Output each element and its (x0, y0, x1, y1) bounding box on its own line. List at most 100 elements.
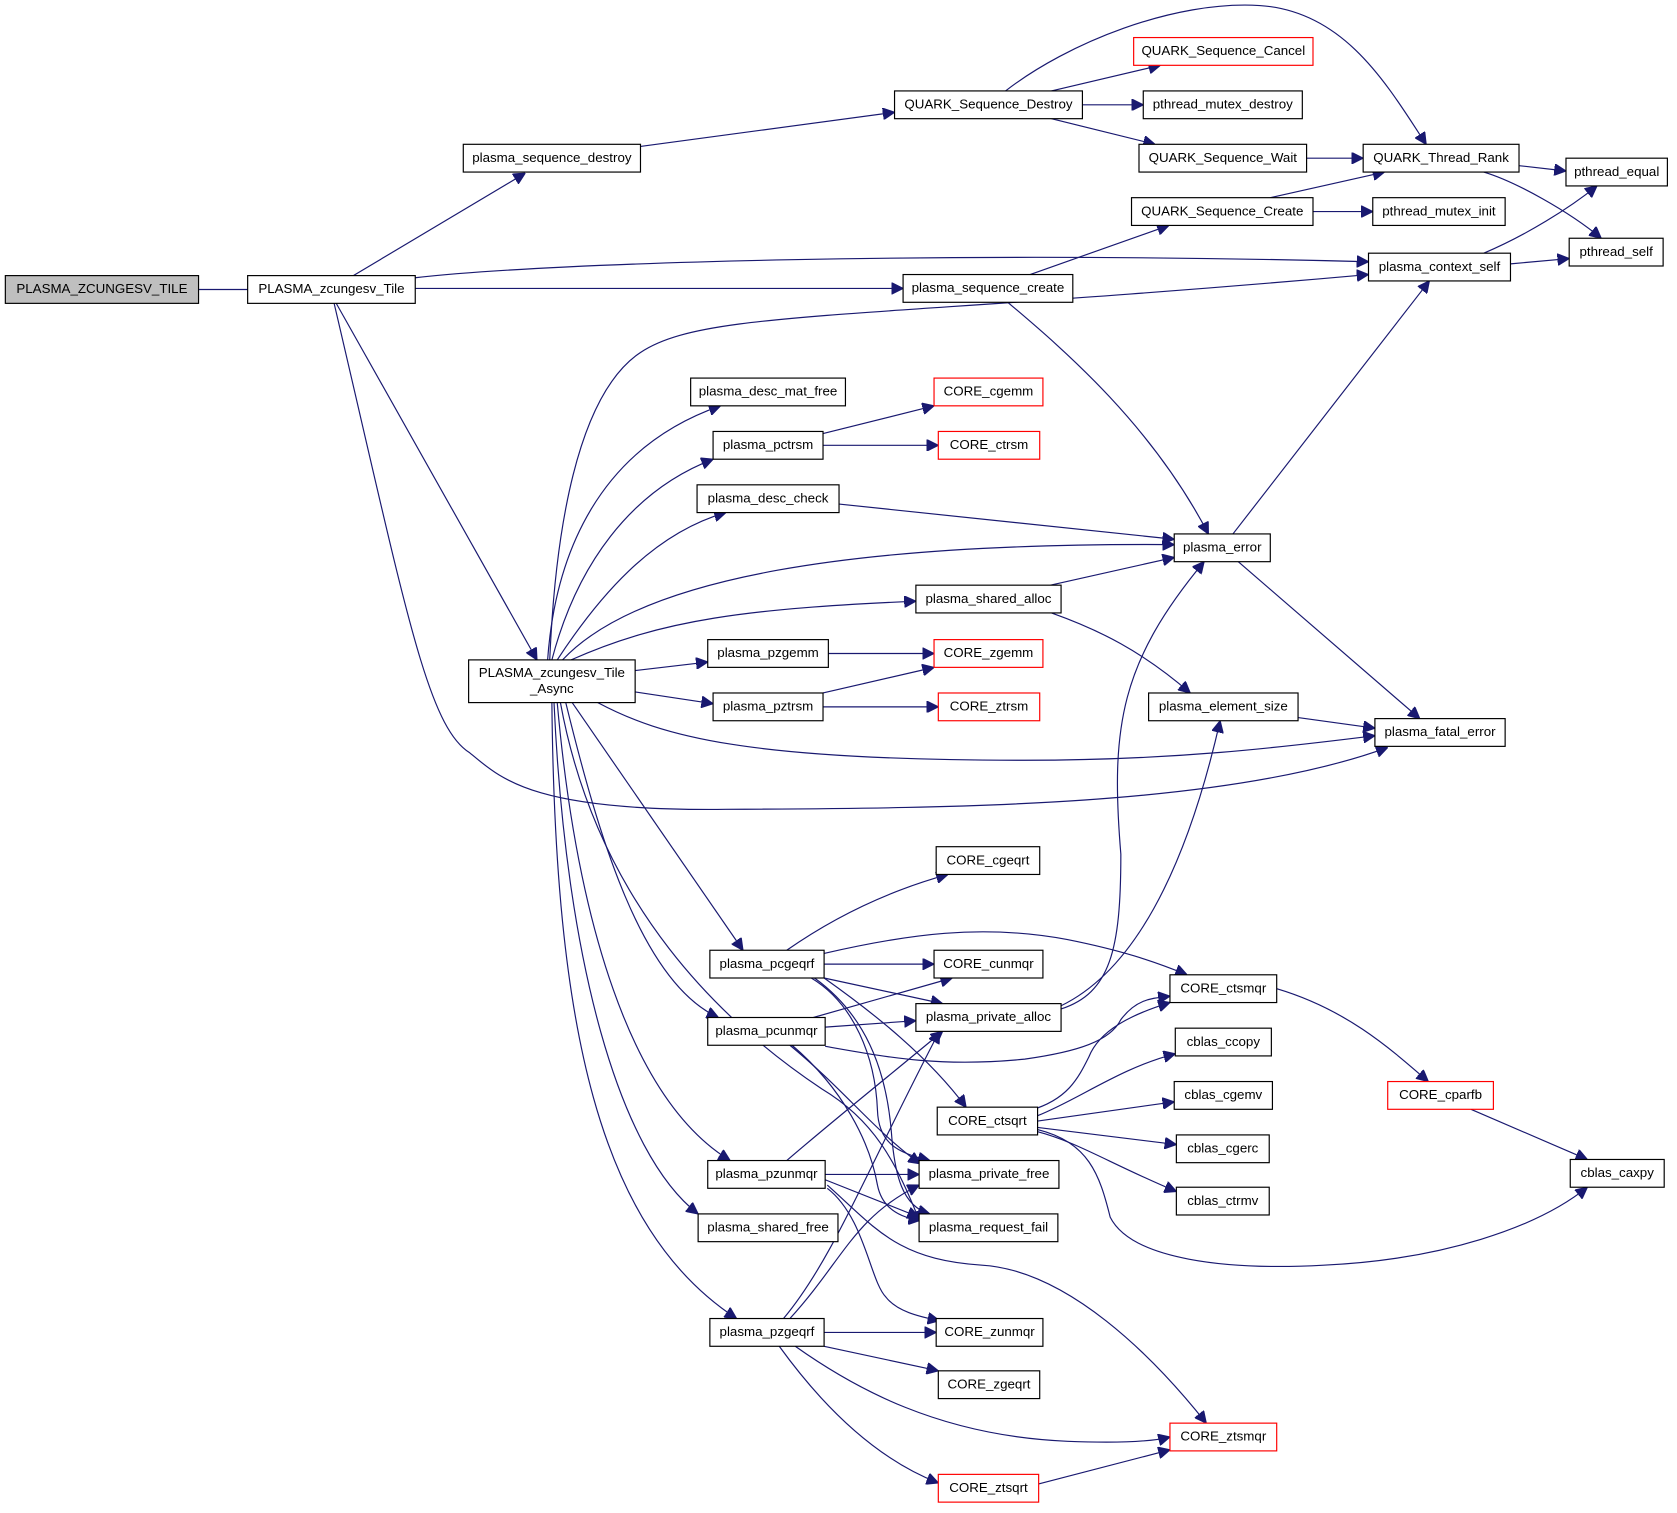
node-cgeqrt[interactable]: CORE_cgeqrt (935, 846, 1041, 876)
node-label: pthread_mutex_destroy (1153, 97, 1293, 112)
node-cgerc[interactable]: cblas_cgerc (1175, 1134, 1270, 1164)
node-pequal[interactable]: pthread_equal (1565, 157, 1668, 187)
node-qscreate[interactable]: QUARK_Sequence_Create (1130, 197, 1314, 227)
node-box (712, 692, 824, 722)
node-ctsmqr[interactable]: CORE_ctsmqr (1169, 974, 1278, 1004)
edge-pcgeqrf-to-ctsqrt (823, 977, 966, 1107)
node-qscancel[interactable]: QUARK_Sequence_Cancel (1133, 36, 1314, 66)
node-box (935, 846, 1041, 876)
node-zgemm[interactable]: CORE_zgemm (933, 639, 1044, 668)
node-pzgeqrf[interactable]: plasma_pzgeqrf (709, 1317, 825, 1347)
node-pztrsm[interactable]: plasma_pztrsm (712, 692, 824, 722)
node-label: CORE_ctsmqr (1180, 980, 1266, 995)
node-cgemv[interactable]: cblas_cgemv (1173, 1080, 1274, 1110)
edge-error-to-ctxself (1232, 281, 1429, 535)
node-label: cblas_cgemv (1184, 1087, 1262, 1102)
node-label: plasma_error (1183, 540, 1262, 555)
edge-elemsize-to-fatal (1297, 716, 1375, 729)
node-label: CORE_ztsqrt (949, 1480, 1028, 1495)
node-label: QUARK_Thread_Rank (1373, 150, 1509, 165)
node-qsdestroy[interactable]: QUARK_Sequence_Destroy (893, 90, 1084, 120)
node-qtrank[interactable]: QUARK_Thread_Rank (1362, 143, 1520, 173)
node-ctrsm[interactable]: CORE_ctrsm (937, 430, 1041, 460)
node-descmatfree[interactable]: plasma_desc_mat_free (690, 377, 847, 407)
edge-ctsqrt-to-cgerc (1037, 1126, 1177, 1144)
node-box (1169, 1422, 1278, 1452)
node-error[interactable]: plasma_error (1173, 533, 1271, 563)
node-box (902, 273, 1074, 303)
node-box (1568, 237, 1664, 267)
edge-ctsqrt-to-ctrmv (1037, 1131, 1177, 1192)
node-privalloc[interactable]: plasma_private_alloc (915, 1003, 1062, 1032)
node-box (1169, 974, 1278, 1004)
node-pctrsm[interactable]: plasma_pctrsm (712, 430, 824, 460)
node-pcunmqr[interactable]: plasma_pcunmqr (707, 1016, 826, 1046)
node-ctxself[interactable]: plasma_context_self (1367, 252, 1512, 282)
edges-layer (101, 4, 1601, 1484)
node-box (1130, 197, 1314, 227)
edge-tile-to-async (335, 303, 537, 660)
node-label: CORE_cgeqrt (946, 852, 1029, 867)
node-label: PLASMA_ZCUNGESV_TILE (16, 281, 187, 296)
node-label: CORE_cunmqr (943, 956, 1034, 971)
node-ctrmv[interactable]: cblas_ctrmv (1175, 1186, 1270, 1216)
node-ctsqrt[interactable]: CORE_ctsqrt (936, 1106, 1039, 1136)
node-zunmqr[interactable]: CORE_zunmqr (935, 1317, 1044, 1347)
node-box (918, 1159, 1060, 1189)
node-box (1569, 1158, 1665, 1188)
edge-privalloc-to-elemsize (1060, 721, 1220, 1007)
node-privfree[interactable]: plasma_private_free (918, 1159, 1060, 1189)
node-pself[interactable]: pthread_self (1568, 237, 1664, 267)
edge-tile-to-ctxself (415, 257, 1368, 279)
node-label: plasma_desc_mat_free (699, 384, 838, 399)
node-box (709, 949, 825, 979)
node-elemsize[interactable]: plasma_element_size (1148, 692, 1299, 722)
node-sharedfree[interactable]: plasma_shared_free (697, 1213, 839, 1243)
node-ccopy[interactable]: cblas_ccopy (1174, 1027, 1272, 1057)
node-reqfail[interactable]: plasma_request_fail (918, 1213, 1059, 1243)
node-pminit[interactable]: pthread_mutex_init (1372, 197, 1506, 227)
node-qswait[interactable]: QUARK_Sequence_Wait (1138, 143, 1308, 173)
node-box (1138, 143, 1308, 173)
node-pmdestroy[interactable]: pthread_mutex_destroy (1142, 90, 1303, 120)
node-box (936, 1106, 1039, 1136)
node-pcgeqrf[interactable]: plasma_pcgeqrf (709, 949, 825, 979)
node-fatal[interactable]: plasma_fatal_error (1374, 718, 1506, 747)
node-ztrsm[interactable]: CORE_ztrsm (937, 692, 1041, 722)
node-async[interactable]: PLASMA_zcungesv_Tile_Async (468, 659, 636, 704)
node-ztsqrt[interactable]: CORE_ztsqrt (937, 1473, 1040, 1503)
node-box (468, 659, 636, 704)
edge-qtrank-to-pself (1483, 171, 1601, 238)
node-cunmqr[interactable]: CORE_cunmqr (933, 949, 1044, 979)
edge-ctxself-to-pequal (1483, 186, 1597, 254)
node-tile[interactable]: PLASMA_zcungesv_Tile (247, 275, 416, 304)
edge-pcunmqr-to-privfree (789, 1044, 920, 1163)
node-box (462, 143, 642, 173)
node-ztsmqr[interactable]: CORE_ztsmqr (1169, 1422, 1278, 1452)
node-root[interactable]: PLASMA_ZCUNGESV_TILE (4, 275, 200, 304)
node-box (1148, 692, 1299, 722)
node-cgemm[interactable]: CORE_cgemm (933, 377, 1044, 407)
edge-pzunmqr-to-ztsmqr (826, 1184, 1206, 1423)
node-box (937, 430, 1041, 460)
node-label: plasma_pcunmqr (715, 1023, 818, 1038)
node-caxpy[interactable]: cblas_caxpy (1569, 1158, 1665, 1188)
edge-pzunmqr-to-reqfail (824, 1179, 919, 1217)
node-label: plasma_sequence_create (912, 280, 1065, 295)
node-box (1372, 197, 1506, 227)
node-box (935, 1317, 1044, 1347)
node-box (1175, 1134, 1270, 1164)
edge-seqdestroy-to-qsdestroy (640, 112, 894, 148)
node-seqdestroy[interactable]: plasma_sequence_destroy (462, 143, 642, 173)
node-zgeqrt[interactable]: CORE_zgeqrt (937, 1370, 1041, 1400)
node-cparfb[interactable]: CORE_cparfb (1387, 1080, 1494, 1110)
node-label: plasma_pctrsm (723, 437, 813, 452)
node-desccheck[interactable]: plasma_desc_check (696, 484, 840, 514)
node-label: CORE_ctsqrt (948, 1113, 1027, 1128)
node-pzunmqr[interactable]: plasma_pzunmqr (707, 1159, 826, 1189)
node-sharedalloc[interactable]: plasma_shared_alloc (915, 584, 1062, 614)
node-box (893, 90, 1084, 120)
node-pzgemm[interactable]: plasma_pzgemm (707, 639, 829, 668)
node-seqcreate[interactable]: plasma_sequence_create (902, 273, 1074, 303)
edge-pztrsm-to-zgemm (822, 667, 934, 694)
